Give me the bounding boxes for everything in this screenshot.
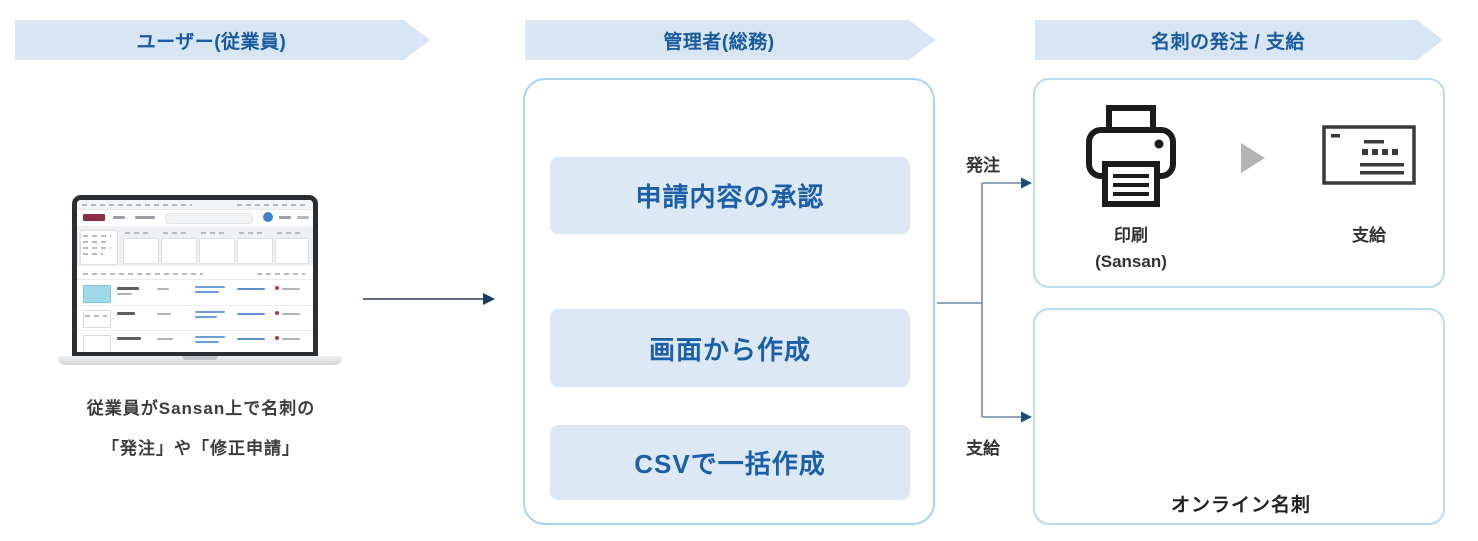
printer-caption-line2: (Sansan)	[1095, 252, 1167, 271]
thumb-card-white	[83, 335, 111, 352]
thumb-placeholder-bar	[195, 341, 219, 343]
thumb-placeholder-bar	[117, 312, 135, 315]
thumb-card	[199, 238, 235, 264]
thumb-card	[161, 238, 197, 264]
thumb-placeholder-dashes	[83, 235, 111, 237]
printer-icon	[1086, 105, 1176, 207]
stage-banner-output-label: 名刺の発注 / 支給	[1151, 31, 1305, 53]
option-approve-request-label: 申請内容の承認	[635, 182, 825, 212]
thumb-placeholder-bar	[282, 338, 300, 340]
thumb-placeholder-bar	[282, 313, 300, 315]
thumb-placeholder-bar	[117, 337, 141, 340]
thumb-browser-bar	[77, 200, 313, 210]
online-card-box: オンライン名刺	[1033, 308, 1445, 525]
stage-banner-admin-label: 管理者(総務)	[663, 31, 775, 53]
thumb-placeholder-bar	[195, 291, 219, 293]
thumb-search-field	[165, 213, 253, 224]
thumb-placeholder-bar	[195, 316, 217, 318]
thumb-placeholder-dashes	[83, 241, 107, 243]
thumb-divider	[77, 305, 313, 306]
thumb-placeholder-bar	[282, 288, 300, 290]
laptop-icon	[58, 190, 342, 372]
thumb-placeholder-bar	[135, 216, 155, 219]
thumb-app-logo	[83, 214, 105, 221]
thumb-card-cyan	[83, 285, 111, 303]
user-caption-line2: 「発注」や「修正申請」	[102, 439, 300, 458]
thumb-card	[237, 238, 273, 264]
thumb-placeholder-bar	[117, 287, 139, 290]
thumb-placeholder-dashes	[201, 232, 227, 234]
thumb-placeholder-dashes	[163, 232, 189, 234]
thumb-card-white	[83, 310, 111, 328]
thumb-placeholder-dashes	[83, 247, 111, 249]
arrowhead-user-to-admin	[483, 293, 495, 305]
thumb-placeholder-bar	[237, 288, 265, 290]
order-branch-label: 発注	[966, 156, 1000, 175]
print-supply-box: 印刷 (Sansan) 支給	[1033, 78, 1445, 288]
thumb-placeholder-dashes	[257, 273, 305, 275]
option-csv-bulk-create: CSVで一括作成	[550, 425, 910, 500]
thumb-placeholder-dashes	[83, 253, 103, 255]
thumb-placeholder-bar	[237, 338, 265, 340]
thumb-card	[275, 238, 309, 264]
thumb-placeholder-bar	[157, 313, 171, 315]
stage-banner-admin: 管理者(総務)	[525, 20, 935, 60]
thumb-placeholder-dashes	[237, 204, 307, 206]
user-caption-line1: 従業員がSansan上で名刺の	[86, 399, 316, 418]
thumb-placeholder-dashes	[125, 232, 151, 234]
option-approve-request: 申請内容の承認	[550, 157, 910, 234]
stage-banner-output: 名刺の発注 / 支給	[1035, 20, 1443, 60]
printer-caption-line1: 印刷	[1114, 226, 1148, 245]
thumb-red-dot	[275, 311, 279, 315]
option-csv-bulk-create-label: CSVで一括作成	[634, 449, 826, 479]
thumb-placeholder-dashes	[85, 315, 107, 317]
thumb-divider	[77, 330, 313, 331]
business-card-icon	[1322, 125, 1416, 185]
supply-branch-label: 支給	[966, 439, 1000, 458]
card-caption: 支給	[1352, 226, 1386, 245]
thumb-placeholder-dashes	[239, 232, 265, 234]
thumb-placeholder-dashes	[82, 204, 192, 206]
thumb-placeholder-bar	[157, 338, 173, 340]
thumb-placeholder-bar	[113, 216, 125, 219]
option-create-on-screen: 画面から作成	[550, 309, 910, 387]
laptop-notch	[182, 356, 218, 360]
laptop-base	[58, 356, 342, 365]
thumb-placeholder-bar	[117, 293, 132, 295]
stage-banner-user-label: ユーザー(従業員)	[136, 31, 287, 53]
thumb-red-dot	[275, 286, 279, 290]
stage-banner-user: ユーザー(従業員)	[15, 20, 430, 60]
arrowhead-order	[1021, 177, 1032, 189]
thumb-placeholder-bar	[157, 288, 169, 290]
option-create-on-screen-label: 画面から作成	[648, 334, 811, 365]
thumb-divider	[77, 279, 313, 280]
thumb-placeholder-bar	[195, 311, 225, 313]
thumb-placeholder-dashes	[83, 273, 203, 275]
laptop-screen-thumbnail	[72, 195, 318, 357]
online-card-caption: オンライン名刺	[1170, 495, 1311, 516]
thumb-placeholder-bar	[195, 286, 225, 288]
thumb-red-dot	[275, 336, 279, 340]
play-triangle-icon	[1241, 143, 1265, 173]
thumb-blue-button	[263, 212, 273, 222]
thumb-placeholder-bar	[279, 216, 291, 219]
arrowhead-supply	[1021, 411, 1032, 423]
thumb-card	[123, 238, 159, 264]
thumb-placeholder-bar	[297, 216, 309, 219]
thumb-placeholder-bar	[237, 313, 265, 315]
admin-box: 申請内容の承認 又は、 画面から作成 CSVで一括作成	[523, 78, 935, 525]
thumb-placeholder-dashes	[277, 232, 301, 234]
thumb-placeholder-bar	[195, 336, 225, 338]
